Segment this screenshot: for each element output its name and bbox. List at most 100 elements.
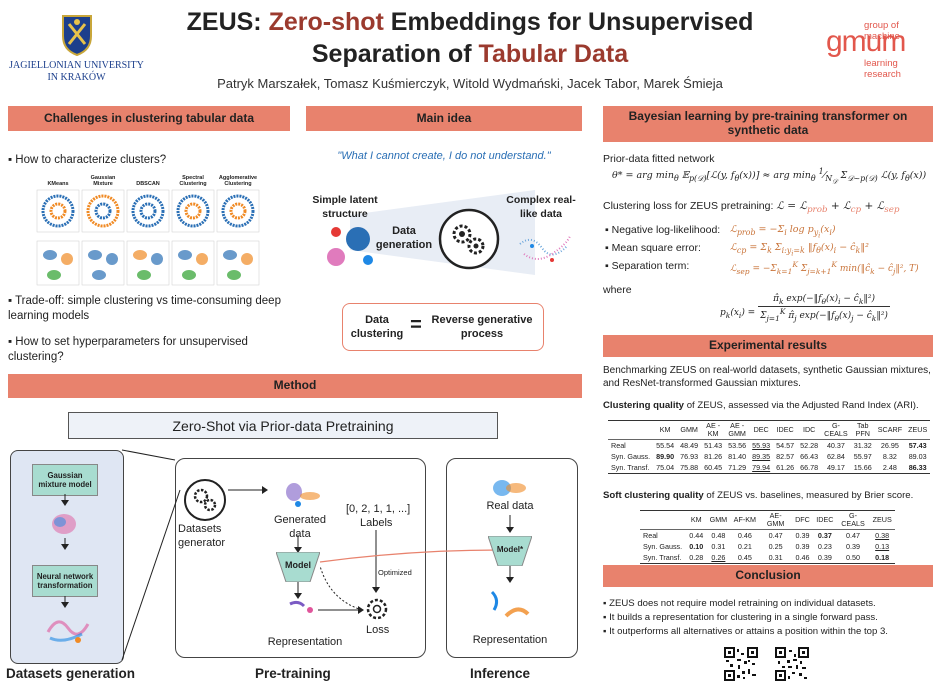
title-part: Separation of xyxy=(311,40,479,68)
blob-plots xyxy=(36,240,260,286)
table1-caption: Clustering quality of ZEUS, assessed via… xyxy=(603,400,938,411)
representation-plot xyxy=(289,600,313,613)
eq-right-label: Reverse generative process xyxy=(431,314,533,341)
ari-cell: 52.28 xyxy=(800,440,819,450)
eq-sign: = xyxy=(410,314,422,336)
pfn-equation: θ* = arg minθ 𝔼p(𝒟)[ℒ(y, fθ(x))] ≈ arg m… xyxy=(612,167,927,186)
brier-header-cell: GMM xyxy=(709,515,728,525)
ari-header-cell xyxy=(608,421,653,440)
brier-cell: 0.48 xyxy=(711,530,726,540)
ari-cell: 55.97 xyxy=(853,451,872,461)
nll-formula: ℒprob = −Σi log pyi(xi) xyxy=(730,224,836,240)
nll-row: ▪ Negative log-likelihood: xyxy=(605,224,721,236)
ari-cell: 75.04 xyxy=(656,462,675,472)
ari-cell: 71.29 xyxy=(728,462,747,472)
challenge-text: How to characterize clusters? xyxy=(15,154,167,166)
conclusion-item: ▪ It outperforms all alternatives or att… xyxy=(603,625,888,637)
crest-icon xyxy=(62,15,92,56)
labels-label: Labels xyxy=(360,517,393,529)
ari-cell: 55.93 xyxy=(752,440,771,450)
brier-cell: 0.44 xyxy=(689,530,704,540)
university-logo: JAGIELLONIAN UNIVERSITY IN KRAKÓW xyxy=(4,14,149,84)
brier-cell: 0.46 xyxy=(795,552,810,562)
brier-cell: 0.50 xyxy=(846,552,860,562)
ari-cell: 2.48 xyxy=(882,462,897,472)
t1-caption-bold: Clustering quality xyxy=(603,400,685,411)
qr-code-icon[interactable] xyxy=(775,647,809,681)
loss-intro-row: Clustering loss for ZEUS pretraining: ℒ … xyxy=(603,200,933,215)
nll-label: Negative log-likelihood: xyxy=(611,224,721,236)
method-heading: Method xyxy=(8,374,582,398)
brier-cell: 0.39 xyxy=(817,552,832,562)
method-label-kmeans: KMeans xyxy=(47,181,69,187)
ari-cell: 89.03 xyxy=(908,451,927,461)
datasets-generator-label: Datasets generator xyxy=(178,523,226,549)
generated-data-plot xyxy=(286,483,320,507)
gmum-wordmark: gmum xyxy=(826,25,906,58)
model-star-trapezoid xyxy=(488,536,532,566)
inference-panel xyxy=(446,458,578,658)
ari-cell: Syn. Gauss. xyxy=(611,451,651,461)
results-intro: Benchmarking ZEUS on real-world datasets… xyxy=(603,365,931,389)
method-comparison-grid: KMeans Gaussian Mixture DBSCAN Spectral … xyxy=(36,175,260,289)
optimized-label: Optimized xyxy=(378,568,412,577)
brier-cell: Syn. Gauss. xyxy=(643,541,683,551)
ari-cell: 76.93 xyxy=(680,451,699,461)
brier-cell: 0.31 xyxy=(768,552,783,562)
qr-code-icon[interactable] xyxy=(724,647,758,681)
university-name: JAGIELLONIAN UNIVERSITY IN KRAKÓW xyxy=(4,60,149,83)
ari-cell: 49.17 xyxy=(826,462,845,472)
brier-cell: 0.39 xyxy=(795,541,810,551)
ari-cell: 48.49 xyxy=(680,440,699,450)
t2-caption-bold: Soft clustering quality xyxy=(603,490,704,501)
title-line2: Separation of Tabular Data xyxy=(150,38,790,70)
title-part: ZEUS: xyxy=(186,8,269,36)
latent-dots-icon xyxy=(327,227,373,266)
ari-cell: 54.57 xyxy=(776,440,795,450)
ari-cell: 57.43 xyxy=(908,440,927,450)
ari-cell: 66.43 xyxy=(800,451,819,461)
real-data-plot xyxy=(493,480,526,496)
ari-cell: 86.33 xyxy=(908,462,927,472)
brier-cell: 0.46 xyxy=(737,530,752,540)
gmum-bottom: learning research xyxy=(864,58,901,80)
page-title: ZEUS: Zero-shot Embeddings for Unsupervi… xyxy=(150,6,790,70)
ari-cell: Syn. Transf. xyxy=(611,462,650,472)
inference-representation-plot xyxy=(490,590,530,618)
ari-header-cell: IDEC xyxy=(776,425,794,435)
clustering-plots xyxy=(36,189,260,286)
datasets-generator-gear-icon xyxy=(184,479,226,521)
brier-header-cell xyxy=(640,511,686,530)
method-label-dbscan: DBSCAN xyxy=(136,181,160,187)
generated-cloud-plot xyxy=(52,494,76,550)
ari-header-cell: GMM xyxy=(680,425,698,435)
ari-header-cell: Tab PFN xyxy=(855,421,870,438)
brier-cell: 0.26 xyxy=(711,552,726,562)
ari-cell: 81.26 xyxy=(704,451,723,461)
table2-caption: Soft clustering quality of ZEUS vs. base… xyxy=(603,490,938,501)
model-star-label: Model* xyxy=(496,545,524,554)
brier-cell: 0.45 xyxy=(737,552,752,562)
brier-cell: 0.21 xyxy=(737,541,752,551)
conclusion-item: ▪ It builds a representation for cluster… xyxy=(603,611,878,623)
brier-cell: 0.47 xyxy=(768,530,783,540)
labels-vector: [0, 2, 1, 1, ...] xyxy=(346,503,411,515)
loss-label: Loss xyxy=(366,624,390,636)
challenge-bullet-1: ▪ How to characterize clusters? xyxy=(8,154,167,166)
complex-data-label: Complex real-like data xyxy=(506,194,576,221)
brier-cell: 0.25 xyxy=(768,541,783,551)
brier-cell: 0.10 xyxy=(689,541,704,551)
brier-cell: Real xyxy=(643,530,658,540)
brier-cell: 0.39 xyxy=(846,541,860,551)
gmum-logo: group of machine gmum learning research xyxy=(826,20,936,80)
ari-cell: 89.90 xyxy=(656,451,675,461)
t2-caption-text: of ZEUS vs. baselines, measured by Brier… xyxy=(703,490,914,501)
title-highlight: Zero-shot xyxy=(268,8,384,36)
